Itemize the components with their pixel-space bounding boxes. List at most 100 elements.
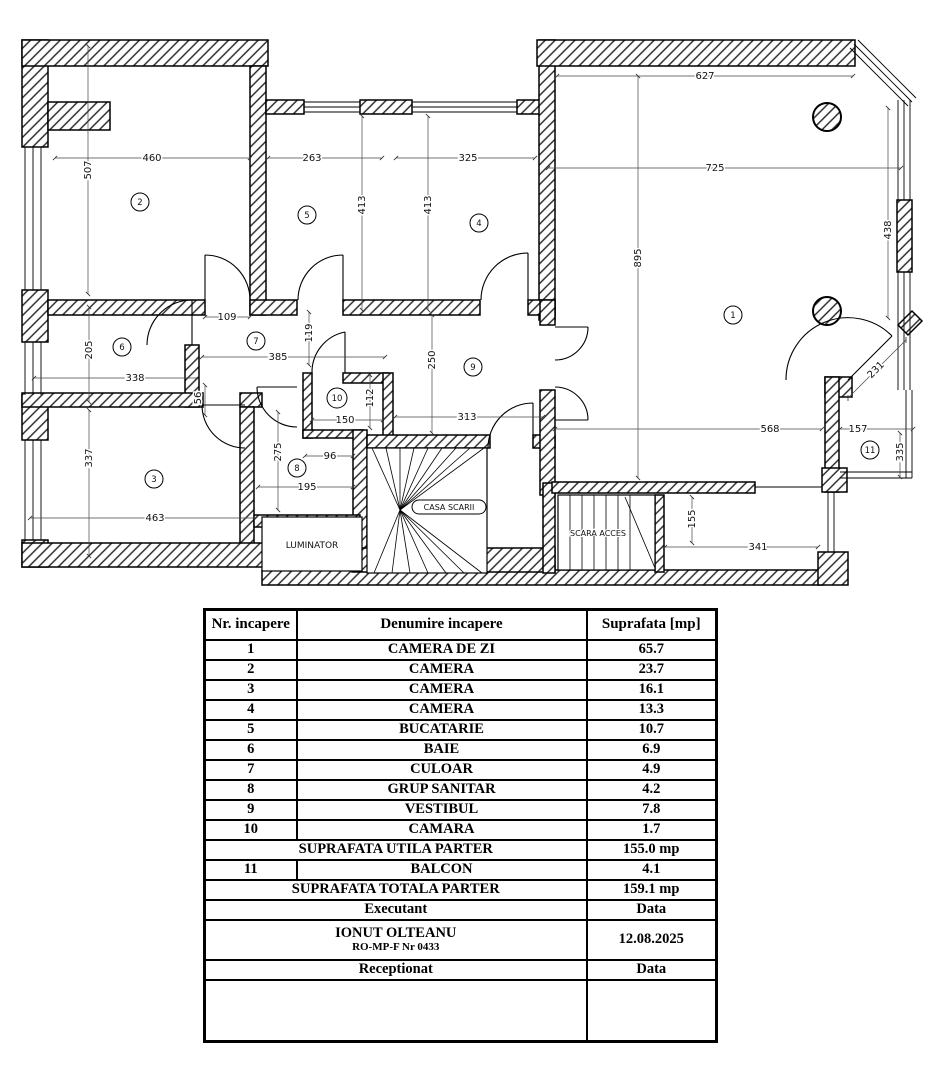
cell-nr: 10 — [203, 818, 298, 841]
header-name: Denumire incapere — [295, 608, 588, 641]
door-room5 — [297, 254, 344, 301]
room-marker-11: 11 — [860, 440, 880, 460]
windows — [24, 39, 917, 552]
room-marker-11-label: 11 — [865, 446, 876, 456]
cell-nr: 5 — [203, 718, 298, 741]
room-marker-4-label: 4 — [476, 219, 481, 229]
cell-nr: 8 — [203, 778, 298, 801]
table-row: 5 BUCATARIE 10.7 — [203, 718, 718, 741]
cell-name: BAIE — [295, 738, 588, 761]
dim-56: 56 — [193, 392, 204, 405]
door-room3 — [201, 404, 246, 449]
dim-725: 725 — [705, 163, 724, 174]
dim-96: 96 — [324, 451, 337, 462]
room-marker-3-label: 3 — [151, 475, 156, 485]
dim-150: 150 — [335, 415, 354, 426]
cell-area: 13.3 — [585, 698, 718, 721]
dimension-labels: 460 507 263 413 325 413 627 725 895 438 … — [82, 70, 908, 555]
executant-label: Executant — [203, 898, 588, 921]
signature-cell — [203, 978, 588, 1043]
room-marker-3: 3 — [144, 469, 164, 489]
dim-460: 460 — [142, 153, 161, 164]
room-marker-10-label: 10 — [332, 394, 343, 404]
casa-scarii-label: CASA SCARII — [424, 503, 475, 512]
table-row-balcon: 11 BALCON 4.1 — [203, 858, 718, 881]
executant-row: Executant Data — [203, 898, 718, 921]
door-entrance — [487, 402, 534, 449]
dim-338: 338 — [125, 373, 144, 384]
dim-385: 385 — [268, 352, 287, 363]
executant-name-cell: IONUT OLTEANU RO-MP-F Nr 0433 — [203, 918, 588, 961]
room-marker-8-label: 8 — [294, 464, 299, 474]
door-double-vestibul — [554, 326, 589, 421]
scara-acces-label: SCARA ACCES — [570, 529, 626, 538]
dim-507: 507 — [83, 160, 94, 179]
cell-name: BALCON — [295, 858, 588, 881]
cell-area: 6.9 — [585, 738, 718, 761]
door-room4 — [480, 252, 529, 301]
signature-empty-row — [203, 978, 718, 1043]
cell-area: 23.7 — [585, 658, 718, 681]
cell-nr: 2 — [203, 658, 298, 681]
executant-name: IONUT OLTEANU — [335, 925, 457, 942]
cell-name: CAMERA — [295, 698, 588, 721]
table-row: 1 CAMERA DE ZI 65.7 — [203, 638, 718, 661]
dim-157: 157 — [848, 424, 867, 435]
room-marker-5: 5 — [297, 205, 317, 225]
dim-627: 627 — [695, 71, 714, 82]
dim-112: 112 — [365, 388, 376, 407]
room-marker-9-label: 9 — [470, 363, 475, 373]
dim-413-room4: 413 — [423, 195, 434, 214]
luminator-box — [261, 516, 363, 572]
door-room8 — [256, 386, 298, 428]
executant-data-label: Data — [585, 898, 718, 921]
cell-area: 7.8 — [585, 798, 718, 821]
dim-275: 275 — [273, 442, 284, 461]
dim-109: 109 — [217, 312, 236, 323]
cell-area: 1.7 — [585, 818, 718, 841]
summary-utila-row: SUPRAFATA UTILA PARTER 155.0 mp — [203, 838, 718, 861]
room-marker-7: 7 — [246, 331, 266, 351]
door-room10 — [311, 331, 346, 374]
summary-totala-label: SUPRAFATA TOTALA PARTER — [203, 878, 588, 901]
stairs — [261, 447, 656, 574]
cell-name: GRUP SANITAR — [295, 778, 588, 801]
receptionat-label: Receptionat — [203, 958, 588, 981]
dimension-lines — [27, 43, 916, 559]
table-row: 10 CAMARA 1.7 — [203, 818, 718, 841]
cell-nr: 7 — [203, 758, 298, 781]
header-area: Suprafata [mp] — [585, 608, 718, 641]
cell-nr: 9 — [203, 798, 298, 821]
dim-263: 263 — [302, 153, 321, 164]
table-row: 8 GRUP SANITAR 4.2 — [203, 778, 718, 801]
table-row: 6 BAIE 6.9 — [203, 738, 718, 761]
room-marker-4: 4 — [469, 213, 489, 233]
dim-195: 195 — [297, 482, 316, 493]
cell-nr: 6 — [203, 738, 298, 761]
room-marker-9: 9 — [463, 357, 483, 377]
dim-335: 335 — [895, 442, 906, 461]
summary-totala-row: SUPRAFATA TOTALA PARTER 159.1 mp — [203, 878, 718, 901]
cell-nr: 3 — [203, 678, 298, 701]
cell-area: 4.2 — [585, 778, 718, 801]
table-row: 9 VESTIBUL 7.8 — [203, 798, 718, 821]
executant-name-row: IONUT OLTEANU RO-MP-F Nr 0433 12.08.2025 — [203, 918, 718, 961]
cell-name: CAMARA — [295, 818, 588, 841]
table-row: 2 CAMERA 23.7 — [203, 658, 718, 681]
cell-area: 65.7 — [585, 638, 718, 661]
dim-463: 463 — [145, 513, 164, 524]
table-row: 7 CULOAR 4.9 — [203, 758, 718, 781]
room-marker-6-label: 6 — [119, 343, 124, 353]
dim-313: 313 — [457, 412, 476, 423]
dim-413-room5: 413 — [357, 195, 368, 214]
room-marker-2-label: 2 — [137, 198, 142, 208]
dim-325: 325 — [458, 153, 477, 164]
cell-nr: 4 — [203, 698, 298, 721]
plan-labels: CASA SCARII LUMINATOR SCARA ACCES — [285, 499, 627, 552]
executant-cert: RO-MP-F Nr 0433 — [352, 941, 440, 954]
dim-438: 438 — [883, 220, 894, 239]
dim-337: 337 — [84, 448, 95, 467]
header-nr: Nr. incapere — [203, 608, 298, 641]
executant-date: 12.08.2025 — [585, 918, 718, 961]
cell-name: CAMERA — [295, 678, 588, 701]
